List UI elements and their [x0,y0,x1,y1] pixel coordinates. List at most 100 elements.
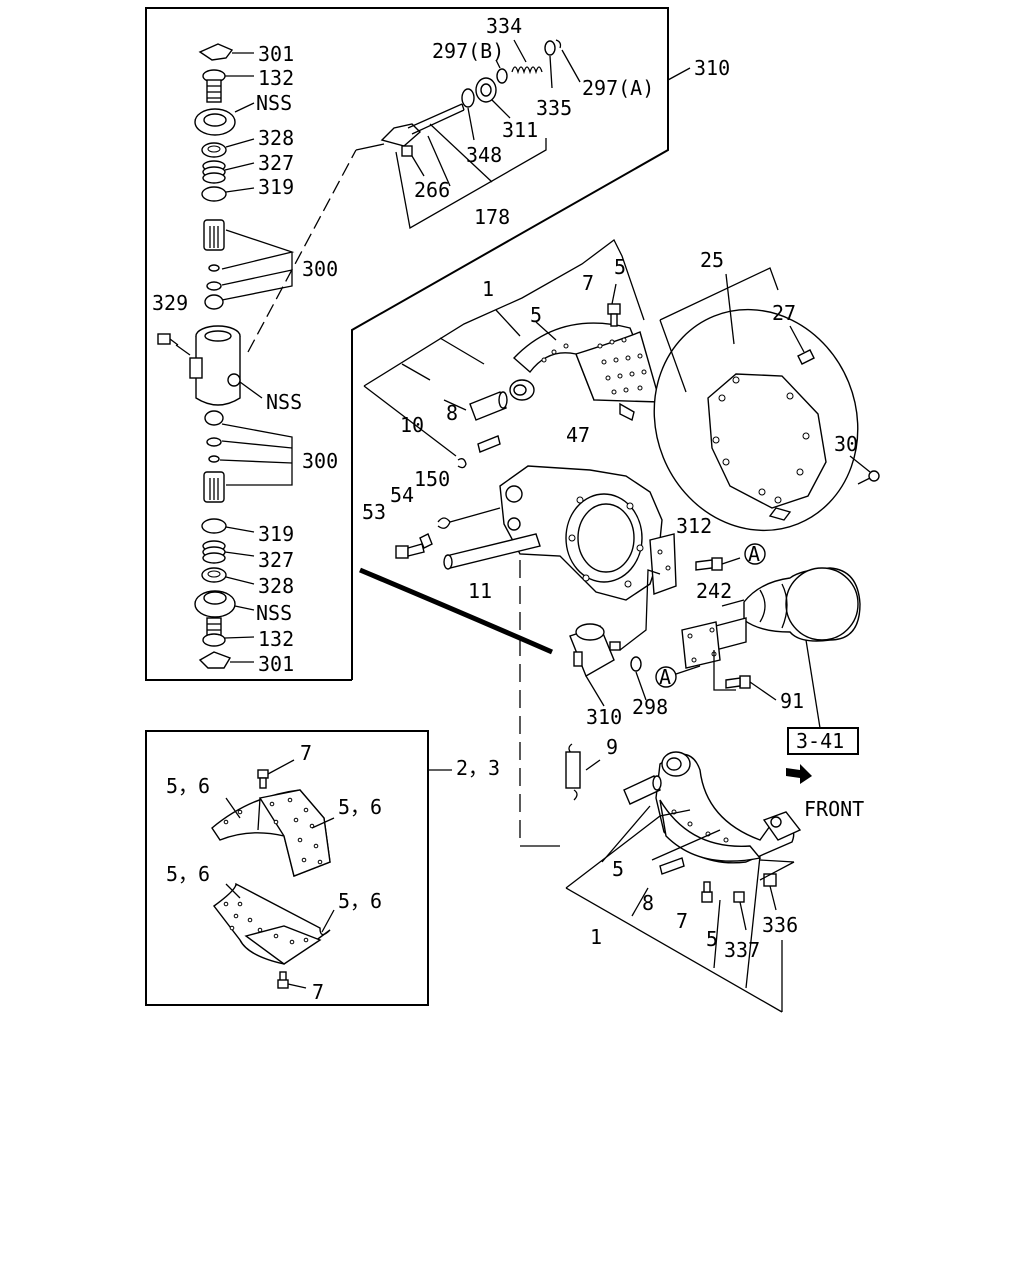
cylinder-hose-connector [359,567,553,655]
part-301-clip-top [198,43,254,61]
label-5-upper: 5 [530,303,542,327]
label-335: 335 [536,96,572,120]
wheel-cylinder-detail-frame [145,7,669,681]
cylinder-to-adjuster-connector [247,149,357,353]
part-132-bleeder-bottom [202,617,255,647]
label-1-lower: 1 [590,925,602,949]
label-298: 298 [632,695,668,719]
label-328-top: 328 [258,126,294,150]
part-301-clip-bottom [198,651,254,669]
label-329: 329 [152,291,188,315]
label-311: 311 [502,118,538,142]
adjuster-bolt-178 [380,103,465,147]
label-2-3: 2，3 [456,756,500,780]
part-nss-boot-top [194,102,255,136]
part-319-cup-bottom [201,518,255,534]
part-53-bolt [395,543,425,559]
label-337: 337 [724,938,760,962]
circle-a-marker-lower: A [655,665,701,689]
label-3-41: 3-41 [796,729,844,753]
part-311-spring-seat [475,77,511,119]
part-132-bleeder-top [202,69,254,103]
wheel-cylinder-310 [569,623,621,707]
label-8-lower: 8 [642,891,654,915]
label-297a: 297(A) [582,76,654,100]
label-nss-mid: NSS [266,390,302,414]
part-297b-ring [495,59,508,84]
circle-a-marker-upper: A [744,542,766,566]
label-132-top: 132 [258,66,294,90]
part-348-washer [461,88,475,141]
label-328-bottom: 328 [258,574,294,598]
label-334: 334 [486,14,522,38]
label-10: 10 [400,413,424,437]
part-336-nut [763,873,777,911]
part-9-spring [565,743,601,801]
label-5-upper-right: 5 [614,255,626,279]
part-pin-upper [477,435,501,453]
part-337-bolt [733,891,747,931]
leader-310-top [667,67,691,81]
kit-label-5-6-b: 5，6 [338,795,382,819]
label-150: 150 [414,467,450,491]
label-11: 11 [468,579,492,603]
part-7-rivet-upper [607,303,621,327]
part-329-bleeder-screw [157,333,191,356]
label-7-lower: 7 [676,909,688,933]
part-8-bushing-lower [623,775,662,805]
lower-brake-shoe [655,751,802,864]
label-27: 27 [772,301,796,325]
part-27-plug [797,349,815,365]
part-327-spring-bottom [202,540,255,564]
part-91-bolt [725,675,777,701]
label-336: 336 [762,913,798,937]
ref-box-3-41 [787,727,859,755]
anchor-spider-47 [499,465,677,601]
label-5-lower: 5 [612,857,624,881]
label-1-upper: 1 [482,277,494,301]
label-132-bottom: 132 [258,627,294,651]
part-319-cup-top [201,186,255,202]
circle-a-lower-label: A [659,665,671,689]
circle-a-upper-label: A [748,542,760,566]
shoe-kit-frame [145,730,429,1006]
part-30-bolt [857,470,880,485]
kit-upper-shoe [211,789,331,877]
kit-label-5-6-d: 5，6 [338,889,382,913]
part-335-ring [544,40,556,89]
kit-label-5-6-c: 5，6 [166,862,210,886]
dust-shield-25 [653,308,859,532]
kit-label-5-6-a: 5，6 [166,774,210,798]
part-pin-lower [659,857,685,875]
upper-brake-shoe [509,322,662,422]
part-300-piston-kit-top [203,219,295,310]
part-11-pin [443,533,541,570]
bracket-178 [395,138,547,230]
part-297a-clip [555,39,581,83]
label-242: 242 [696,579,732,603]
part-328-ring-top [201,138,255,158]
part-10-clip [457,458,467,469]
kit-label-7-top: 7 [300,741,312,765]
part-328-ring-bottom [201,567,255,585]
part-312-bolt [695,557,741,571]
label-310-bottom: 310 [586,705,622,729]
kit-lower-shoe [213,882,331,965]
label-310-top: 310 [694,56,730,80]
brake-chamber-242 [681,567,861,669]
part-298-washer [630,656,647,701]
label-327-top: 327 [258,151,294,175]
label-319-top: 319 [258,175,294,199]
label-348: 348 [466,143,502,167]
label-301-top: 301 [258,42,294,66]
part-150-clip [437,507,501,529]
label-178: 178 [474,205,510,229]
label-300-top: 300 [302,257,338,281]
label-297b: 297(B) [432,39,504,63]
label-nss-bottom: NSS [256,601,292,625]
label-5-lower-right: 5 [706,927,718,951]
part-8-bushing-upper [469,391,508,421]
kit-rivet-bottom [277,971,307,989]
label-7-upper: 7 [582,271,594,295]
label-30: 30 [834,432,858,456]
